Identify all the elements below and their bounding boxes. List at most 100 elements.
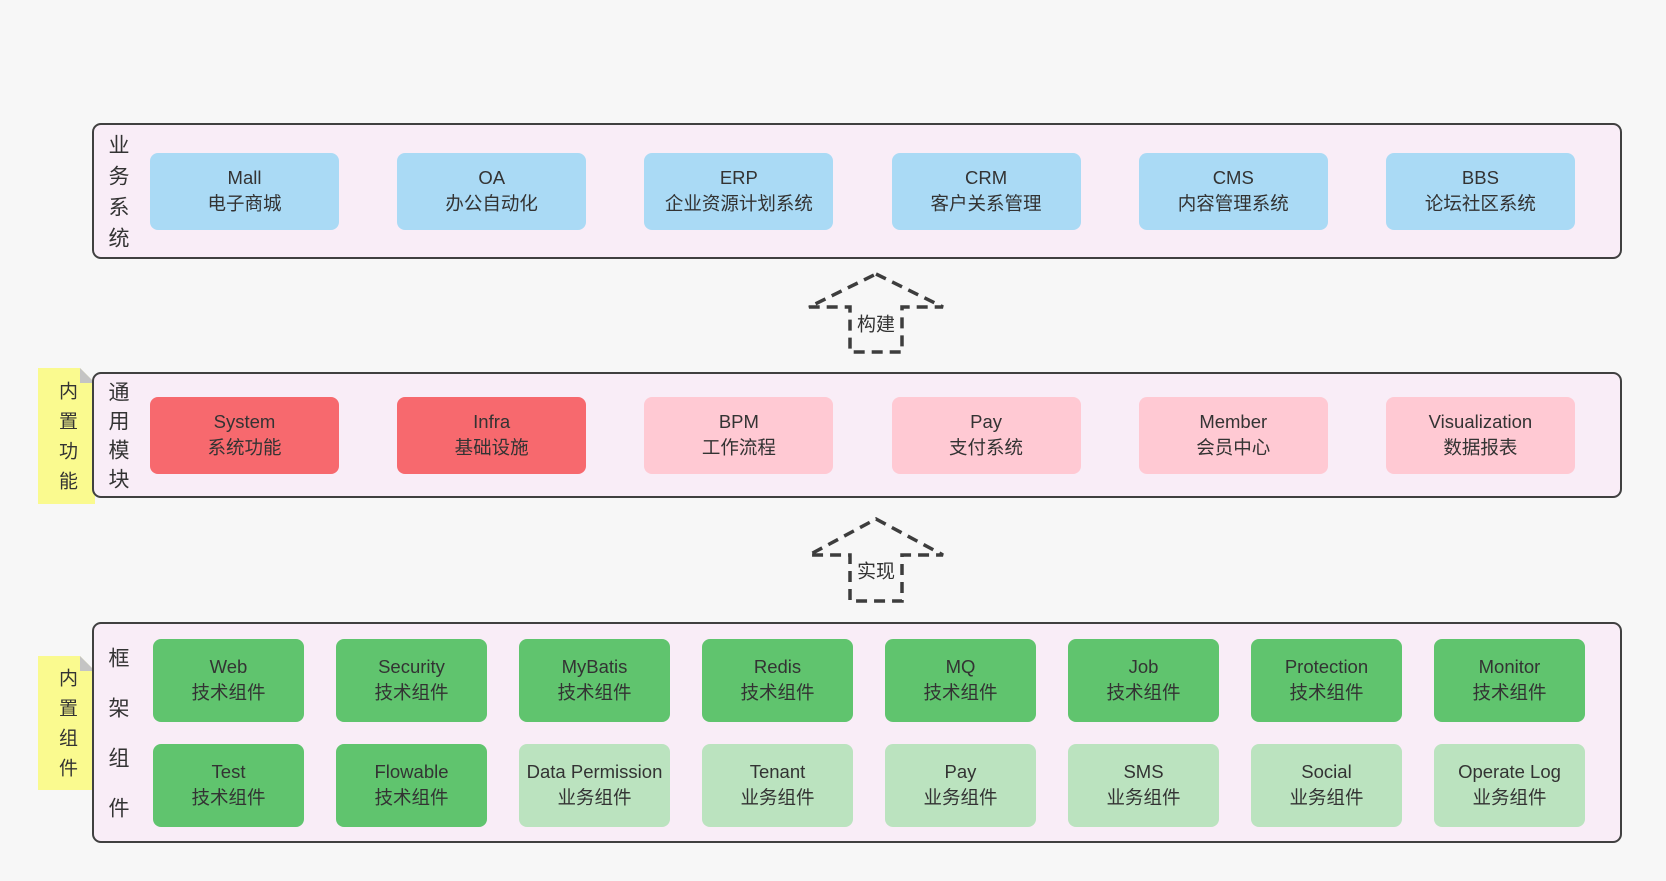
box-subtitle: 业务组件: [557, 787, 632, 808]
box-title: System: [213, 410, 276, 432]
tab-label: 内置组件: [56, 667, 77, 788]
section-common-modules: 通用模块 System 系统功能 Infra 基础设施 BPM 工作流程: [92, 372, 1622, 498]
box-subtitle: 技术组件: [1289, 682, 1364, 703]
box-title: Redis: [753, 655, 802, 677]
component-box: Operate Log 业务组件: [1434, 743, 1585, 827]
component-box: Test 技术组件: [153, 743, 304, 827]
box-title: Security: [378, 655, 445, 677]
component-box: SMS 业务组件: [1068, 743, 1219, 827]
box-subtitle: 技术组件: [374, 787, 449, 808]
box-row: Mall 电子商城 OA 办公自动化 ERP 企业资源计划系统 CRM 客户关系…: [150, 125, 1575, 257]
box-subtitle: 业务组件: [740, 787, 815, 808]
box-subtitle: 系统功能: [207, 437, 282, 458]
module-box: BBS 论坛社区系统: [1385, 152, 1575, 230]
box-subtitle: 技术组件: [191, 787, 266, 808]
box-title: Tenant: [749, 760, 806, 782]
box-title: Mall: [227, 166, 262, 188]
box-title: Job: [1128, 655, 1159, 677]
module-box: CMS 内容管理系统: [1138, 152, 1328, 230]
box-subtitle: 业务组件: [1106, 787, 1181, 808]
box-subtitle: 客户关系管理: [930, 193, 1042, 214]
component-box: Social 业务组件: [1251, 743, 1402, 827]
box-subtitle: 论坛社区系统: [1424, 193, 1536, 214]
component-box: Data Permission 业务组件: [519, 743, 670, 827]
section-business-systems: 业务系统 Mall 电子商城 OA 办公自动化 ERP 企业资源计划系统: [92, 123, 1622, 259]
box-title: OA: [478, 166, 506, 188]
module-box: Mall 电子商城: [150, 152, 339, 230]
box-title: Operate Log: [1458, 760, 1561, 782]
component-box: Monitor 技术组件: [1434, 638, 1585, 722]
module-box: Visualization 数据报表: [1385, 396, 1575, 474]
module-box: OA 办公自动化: [397, 152, 587, 230]
box-subtitle: 业务组件: [1472, 787, 1547, 808]
box-title: Flowable: [374, 760, 449, 782]
box-title: Test: [211, 760, 246, 782]
sticky-tab-built-in-features: 内置功能: [38, 368, 95, 504]
box-subtitle: 工作流程: [701, 437, 776, 458]
box-title: Protection: [1284, 655, 1369, 677]
up-arrow-icon: [808, 272, 944, 354]
component-box: Flowable 技术组件: [336, 743, 487, 827]
box-title: BBS: [1461, 166, 1499, 188]
box-title: MQ: [945, 655, 976, 677]
build-arrow: 构建: [806, 271, 946, 355]
box-title: Infra: [473, 410, 511, 432]
tab-label: 内置功能: [56, 380, 77, 501]
box-subtitle: 技术组件: [557, 682, 632, 703]
module-box: Member 会员中心: [1138, 396, 1328, 474]
up-arrow-icon: [808, 517, 944, 603]
component-box: MyBatis 技术组件: [519, 638, 670, 722]
box-subtitle: 办公自动化: [445, 193, 538, 214]
box-title: MyBatis: [561, 655, 628, 677]
section-label: 通用模块: [106, 381, 129, 497]
box-subtitle: 技术组件: [1472, 682, 1547, 703]
box-subtitle: 数据报表: [1443, 437, 1518, 458]
box-subtitle: 企业资源计划系统: [664, 193, 813, 214]
component-box: Job 技术组件: [1068, 638, 1219, 722]
module-box: System 系统功能: [150, 396, 339, 474]
module-box: Infra 基础设施: [397, 396, 587, 474]
box-title: Member: [1199, 410, 1268, 432]
module-box: CRM 客户关系管理: [891, 152, 1081, 230]
component-box: Pay 业务组件: [885, 743, 1036, 827]
box-grid: Web 技术组件 Security 技术组件 MyBatis 技术组件 Redi…: [153, 624, 1585, 841]
section-label: 框架组件: [106, 646, 129, 847]
implement-arrow: 实现: [806, 516, 946, 604]
box-title: Visualization: [1428, 410, 1533, 432]
box-subtitle: 基础设施: [454, 437, 529, 458]
arrow-label: 构建: [853, 308, 899, 338]
box-title: ERP: [719, 166, 758, 188]
section-framework-components: 框架组件 Web 技术组件 Security 技术组件 MyBatis 技术组件: [92, 622, 1622, 847]
box-title: CMS: [1212, 166, 1254, 188]
box-title: Pay: [944, 760, 977, 782]
component-box: Protection 技术组件: [1251, 638, 1402, 722]
component-box: Web 技术组件: [153, 638, 304, 722]
arrow-label: 实现: [853, 555, 899, 585]
box-subtitle: 技术组件: [374, 682, 449, 703]
sticky-tab-built-in-components: 内置组件: [38, 656, 95, 790]
box-subtitle: 业务组件: [1289, 787, 1364, 808]
component-box: Security 技术组件: [336, 638, 487, 722]
box-subtitle: 内容管理系统: [1177, 193, 1289, 214]
box-title: BPM: [718, 410, 759, 432]
box-title: Pay: [970, 410, 1002, 432]
module-box: BPM 工作流程: [644, 396, 834, 474]
box-subtitle: 会员中心: [1196, 437, 1271, 458]
box-subtitle: 技术组件: [1106, 682, 1181, 703]
box-title: Social: [1301, 760, 1352, 782]
box-subtitle: 技术组件: [740, 682, 815, 703]
box-subtitle: 支付系统: [949, 437, 1024, 458]
module-box: Pay 支付系统: [891, 396, 1081, 474]
box-subtitle: 业务组件: [923, 787, 998, 808]
box-subtitle: 技术组件: [191, 682, 266, 703]
box-title: SMS: [1123, 760, 1164, 782]
box-title: Web: [209, 655, 248, 677]
module-box: ERP 企业资源计划系统: [644, 152, 834, 230]
box-row: System 系统功能 Infra 基础设施 BPM 工作流程 Pay 支付系统: [150, 374, 1575, 496]
box-title: Data Permission: [526, 760, 663, 782]
section-label: 业务系统: [106, 134, 129, 258]
component-box: Tenant 业务组件: [702, 743, 853, 827]
box-subtitle: 技术组件: [923, 682, 998, 703]
box-subtitle: 电子商城: [207, 193, 282, 214]
